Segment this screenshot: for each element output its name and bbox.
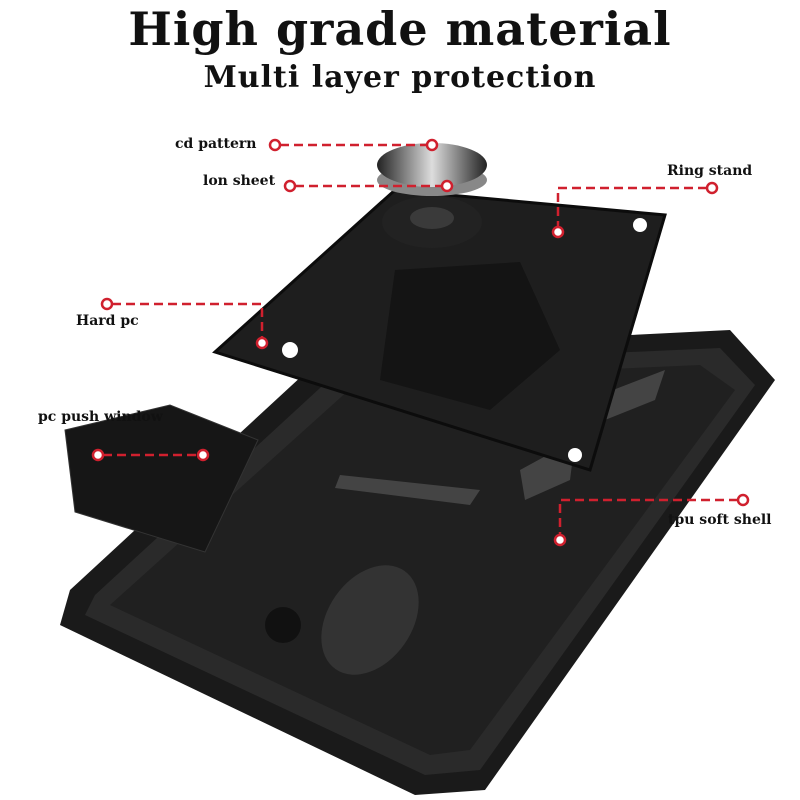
callout-lon-sheet: lon sheet (203, 173, 276, 189)
callout-pc-push-window: pc push window (38, 409, 163, 425)
callout-ring-stand: Ring stand (667, 163, 753, 179)
page-title: High grade material (128, 2, 672, 56)
hard-pc-plate (212, 188, 667, 472)
callout-markers (91, 138, 750, 547)
cd-pattern-disc (377, 143, 487, 196)
callout-hard-pc: Hard pc (76, 313, 139, 329)
page-subtitle: Multi layer protection (203, 60, 597, 95)
pc-push-window (64, 404, 259, 553)
callout-cd-pattern: cd pattern (175, 136, 257, 152)
callout-tpu-soft-shell: tpu soft shell (668, 512, 772, 528)
callout-lines (103, 143, 738, 536)
ring-stand (382, 196, 482, 248)
